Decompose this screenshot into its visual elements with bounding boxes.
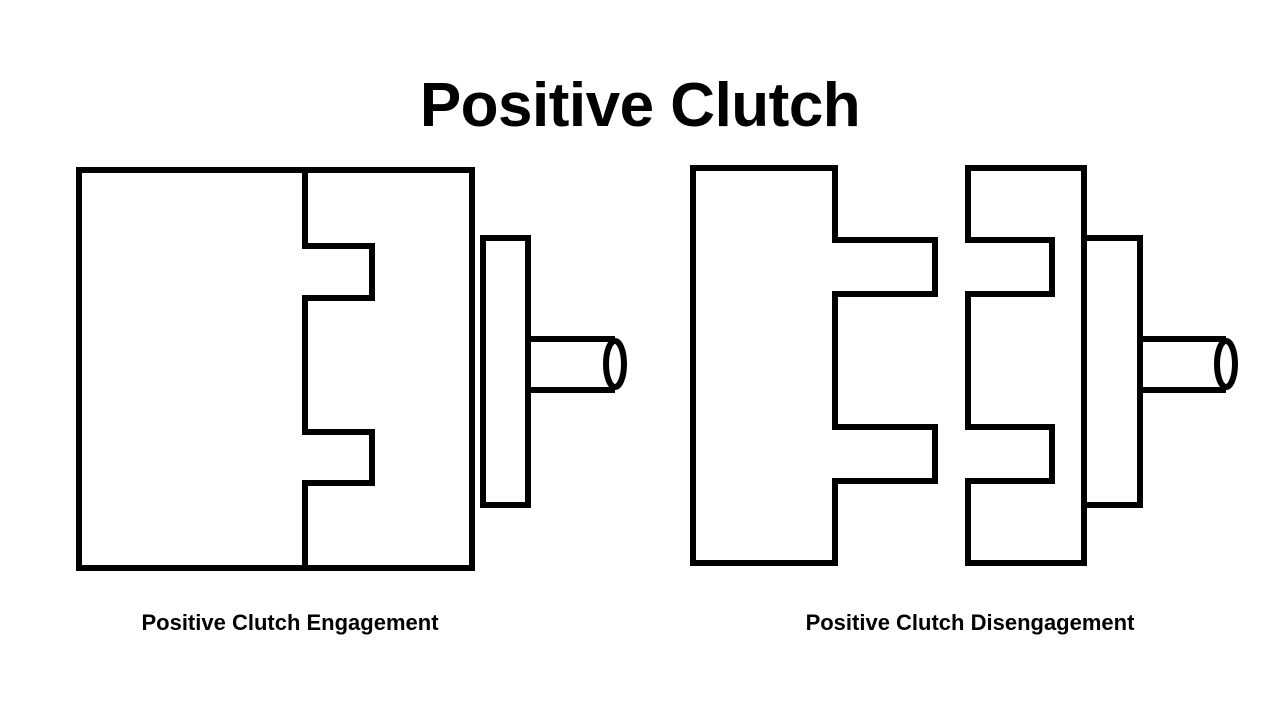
figure-engaged xyxy=(76,167,627,571)
disengaged-shaft-end-face xyxy=(1214,338,1238,390)
disengaged-driving-hub xyxy=(690,165,938,566)
disengaged-driven-plate xyxy=(1081,235,1143,508)
engaged-driven-jaw xyxy=(302,167,475,571)
engaged-shaft-end-face xyxy=(603,338,627,390)
engaged-output-shaft xyxy=(528,336,615,393)
caption-disengagement: Positive Clutch Disengagement xyxy=(805,610,1135,635)
disengaged-driven-jaw xyxy=(965,165,1087,566)
disengaged-output-shaft xyxy=(1140,336,1226,393)
caption-engagement: Positive Clutch Engagement xyxy=(141,610,439,635)
page-title: Positive Clutch xyxy=(419,70,861,140)
figure-disengaged xyxy=(690,165,1238,566)
engaged-driven-plate xyxy=(480,235,531,508)
